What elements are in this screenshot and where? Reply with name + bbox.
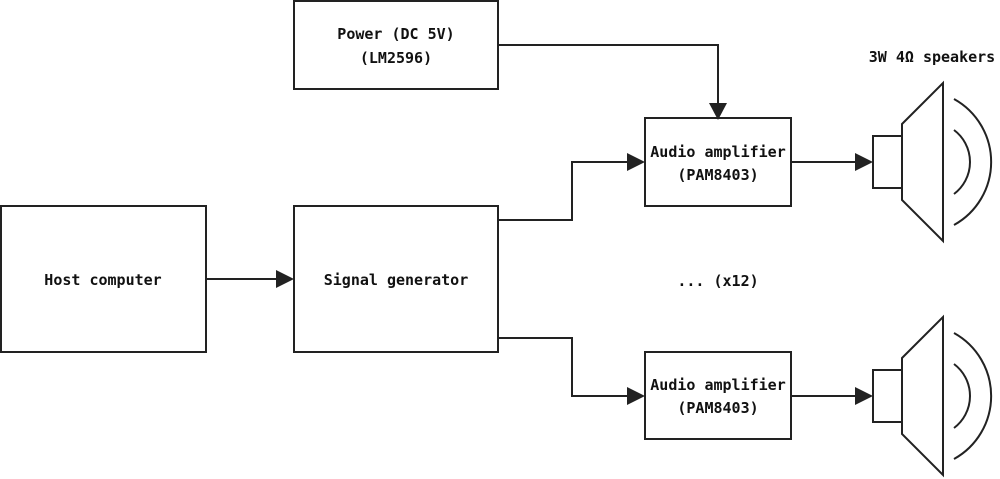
host-computer-label: Host computer [44,271,161,289]
audio-amplifier-bottom-label: Audio amplifier [650,376,785,394]
signal-to-amp-top-wire [498,161,629,221]
speaker-bottom-icon [872,314,993,478]
audio-amplifier-bottom-block: Audio amplifier (PAM8403) [644,351,792,440]
power-supply-block: Power (DC 5V) (LM2596) [293,0,499,90]
signal-to-amp-top-arrowhead [627,153,645,171]
power-arrowhead [709,103,727,120]
speakers-label: 3W 4Ω speakers [869,48,995,66]
audio-amplifier-top-model: (PAM8403) [677,166,758,184]
signal-to-amp-bottom-arrowhead [627,387,645,405]
audio-amplifier-top-label: Audio amplifier [650,143,785,161]
speaker-top-icon [872,80,993,244]
signal-generator-block: Signal generator [293,205,499,353]
host-to-signal-arrowhead [276,270,294,288]
host-computer-block: Host computer [0,205,207,353]
power-supply-label: Power (DC 5V) [337,25,454,43]
power-supply-model: (LM2596) [360,49,432,67]
amp-bottom-to-speaker-arrowhead [855,387,873,405]
audio-amplifier-top-block: Audio amplifier (PAM8403) [644,117,792,207]
power-to-amplifier-wire [498,44,719,104]
amp-top-to-speaker-arrowhead [855,153,873,171]
signal-generator-label: Signal generator [324,271,469,289]
audio-amplifier-bottom-model: (PAM8403) [677,399,758,417]
repeat-count-label: ... (x12) [677,272,758,290]
signal-to-amp-bottom-wire [498,337,629,397]
